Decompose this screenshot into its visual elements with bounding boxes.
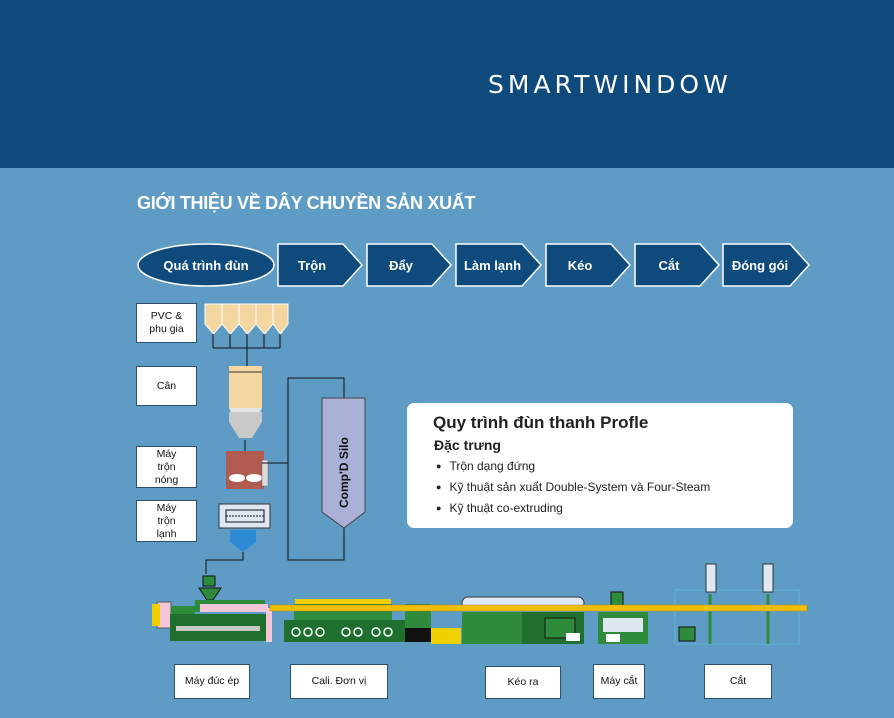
info-bullet: Trộn dạng đứng <box>436 456 793 477</box>
silo-label: Comp'D Silo <box>337 437 351 508</box>
step-label: Làm lạnh <box>463 257 522 273</box>
info-panel: Quy trình đùn thanh Profle Đặc trưng Trộ… <box>407 403 793 528</box>
profile-line <box>269 604 808 612</box>
step-cooling: Làm lạnh <box>455 243 542 287</box>
additive-hoppers <box>204 303 289 335</box>
info-subtitle: Đặc trưng <box>434 437 501 453</box>
weighing-hopper <box>229 366 262 438</box>
label-weighing: Cân <box>136 366 197 406</box>
section-title: GIỚI THIỆU VỀ DÂY CHUYỀN SẢN XUẤT <box>137 193 476 213</box>
info-bullets: Trộn dạng đứng Kỹ thuật sản xuất Double-… <box>436 456 793 519</box>
step-label: Trộn <box>297 257 327 273</box>
step-pulling: Kéo <box>545 243 631 287</box>
step-label: Quá trình đùn <box>163 257 249 273</box>
step-cutting: Cắt <box>634 243 720 287</box>
label-hot-mixer: Máy trộn nóng <box>136 446 197 488</box>
label-cut: Cắt <box>704 664 772 699</box>
brand-logo: SMARTWINDOW <box>488 70 732 99</box>
label-extruder: Máy đúc ép <box>174 664 250 699</box>
info-bullet: Kỹ thuật co-extruding <box>436 498 793 519</box>
cutter-machine <box>598 591 648 644</box>
cold-mixer <box>218 503 271 552</box>
info-title: Quy trình đùn thanh Profle <box>433 413 649 432</box>
label-cutter: Máy cắt <box>593 664 645 699</box>
step-packing: Đóng gói <box>722 243 810 287</box>
label-cold-mixer: Máy trộn lạnh <box>136 500 197 542</box>
header-banner: SMARTWINDOW <box>0 0 894 168</box>
haul-off <box>461 596 585 644</box>
label-haul-off: Kéo ra <box>485 666 561 699</box>
label-calibration: Cali. Đơn vị <box>290 664 388 699</box>
step-extrusion: Quá trình đùn <box>137 243 275 287</box>
step-mixing: Trộn <box>277 243 363 287</box>
hot-mixer <box>226 440 269 489</box>
stacker <box>674 563 800 645</box>
step-label: Đóng gói <box>731 257 789 273</box>
step-label: Cắt <box>658 257 680 273</box>
step-label: Đẩy <box>389 257 413 273</box>
extruder <box>152 575 272 642</box>
step-label: Kéo <box>567 257 593 273</box>
comp-silo: Comp'D Silo <box>321 397 366 529</box>
step-push: Đẩy <box>366 243 452 287</box>
label-pvc: PVC & phụ gia <box>136 303 197 343</box>
info-bullet: Kỹ thuật sản xuất Double-System và Four-… <box>436 477 793 498</box>
